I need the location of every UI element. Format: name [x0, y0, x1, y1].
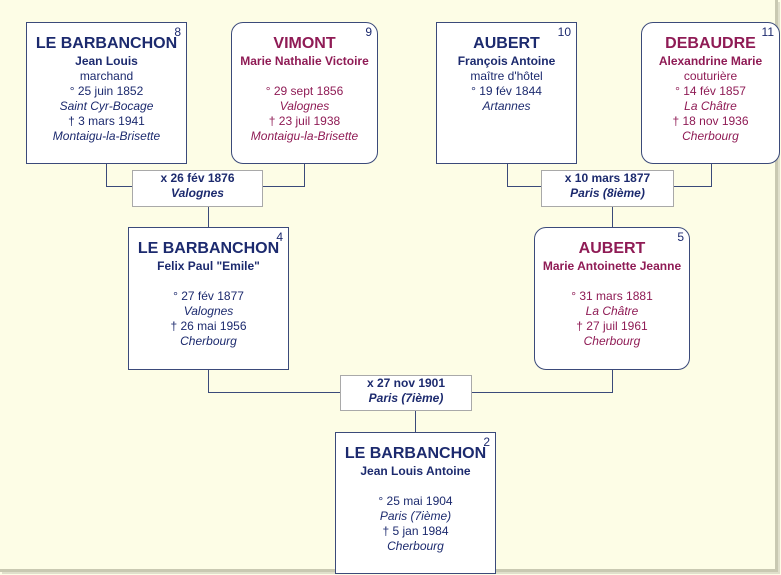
- birth-place: Valognes: [279, 99, 330, 113]
- death-place: Cherbourg: [682, 129, 739, 143]
- death-date: † 5 jan 1984: [382, 524, 449, 538]
- occupation: marchand: [79, 69, 134, 83]
- surname: LE BARBANCHON: [35, 35, 178, 52]
- connector-line: [612, 369, 613, 393]
- birth-date: ° 19 fév 1844: [471, 84, 542, 98]
- marriage-place: Valognes: [171, 186, 224, 200]
- occupation: couturière: [683, 69, 738, 83]
- person-card-2[interactable]: 2 LE BARBANCHON Jean Louis Antoine ° 25 …: [335, 432, 496, 574]
- person-card-8[interactable]: 8 LE BARBANCHON Jean Louis marchand ° 25…: [26, 22, 187, 164]
- given-names: Marie Antoinette Jeanne: [542, 259, 682, 273]
- sosa-number: 5: [677, 230, 684, 244]
- marriage-date: x 27 nov 1901: [366, 376, 446, 390]
- surname: LE BARBANCHON: [137, 240, 280, 257]
- death-place: Montaigu-la-Brisette: [250, 129, 359, 143]
- person-card-5[interactable]: 5 AUBERT Marie Antoinette Jeanne ° 31 ma…: [534, 227, 690, 370]
- given-names: Marie Nathalie Victoire: [240, 54, 369, 68]
- birth-date: ° 29 sept 1856: [265, 84, 344, 98]
- birth-place: La Châtre: [585, 304, 639, 318]
- birth-date: ° 31 mars 1881: [571, 289, 653, 303]
- death-date: † 18 nov 1936: [672, 114, 749, 128]
- given-names: François Antoine: [457, 54, 556, 68]
- sosa-number: 11: [761, 25, 774, 39]
- connector-line: [711, 163, 712, 187]
- occupation: maître d'hôtel: [470, 69, 543, 83]
- connector-line: [612, 206, 613, 228]
- birth-place: Saint Cyr-Bocage: [59, 99, 154, 113]
- birth-date: ° 14 fév 1857: [675, 84, 746, 98]
- given-names: Alexandrine Marie: [658, 54, 763, 68]
- death-place: Montaigu-la-Brisette: [52, 129, 161, 143]
- birth-date: ° 25 juin 1852: [69, 84, 144, 98]
- marriage-box-4-5[interactable]: x 27 nov 1901 Paris (7ième): [340, 375, 472, 411]
- birth-place: Artannes: [482, 99, 531, 113]
- given-names: Jean Louis Antoine: [360, 464, 471, 478]
- death-place: Cherbourg: [583, 334, 641, 348]
- death-date: † 27 juil 1961: [576, 319, 648, 333]
- connector-line: [106, 163, 107, 187]
- death-place: Cherbourg: [180, 334, 237, 348]
- sosa-number: 9: [365, 25, 372, 39]
- surname: AUBERT: [578, 240, 646, 257]
- connector-line: [415, 410, 416, 433]
- sosa-number: 4: [276, 230, 283, 244]
- sosa-number: 2: [483, 435, 490, 449]
- marriage-date: x 26 fév 1876: [160, 171, 235, 185]
- connector-line: [208, 369, 209, 393]
- connector-line: [507, 163, 508, 187]
- person-card-4[interactable]: 4 LE BARBANCHON Felix Paul "Emile" ° 27 …: [128, 227, 289, 370]
- death-place: Cherbourg: [387, 539, 444, 553]
- death-date: † 3 mars 1941: [68, 114, 145, 128]
- sosa-number: 10: [557, 25, 571, 39]
- marriage-date: x 10 mars 1877: [564, 171, 651, 185]
- surname: AUBERT: [473, 35, 540, 52]
- marriage-place: Paris (8ième): [570, 186, 645, 200]
- surname: LE BARBANCHON: [344, 445, 487, 462]
- person-card-11[interactable]: 11 DEBAUDRE Alexandrine Marie couturière…: [641, 22, 780, 164]
- given-names: Jean Louis: [75, 54, 138, 68]
- surname: VIMONT: [273, 35, 336, 52]
- birth-place: Paris (7ième): [379, 509, 452, 523]
- marriage-box-8-9[interactable]: x 26 fév 1876 Valognes: [132, 170, 263, 207]
- birth-date: ° 25 mai 1904: [378, 494, 453, 508]
- person-card-10[interactable]: 10 AUBERT François Antoine maître d'hôte…: [436, 22, 577, 164]
- sosa-number: 8: [174, 25, 181, 39]
- marriage-place: Paris (7ième): [368, 391, 444, 405]
- death-date: † 26 mai 1956: [170, 319, 247, 333]
- surname: DEBAUDRE: [665, 35, 756, 52]
- marriage-box-10-11[interactable]: x 10 mars 1877 Paris (8ième): [541, 170, 674, 207]
- birth-date: ° 27 fév 1877: [173, 289, 244, 303]
- birth-place: Valognes: [183, 304, 234, 318]
- connector-line: [208, 206, 209, 228]
- death-date: † 23 juil 1938: [268, 114, 341, 128]
- connector-line: [304, 163, 305, 187]
- person-card-9[interactable]: 9 VIMONT Marie Nathalie Victoire ° 29 se…: [231, 22, 378, 164]
- birth-place: La Châtre: [684, 99, 737, 113]
- given-names: Felix Paul "Emile": [157, 259, 260, 273]
